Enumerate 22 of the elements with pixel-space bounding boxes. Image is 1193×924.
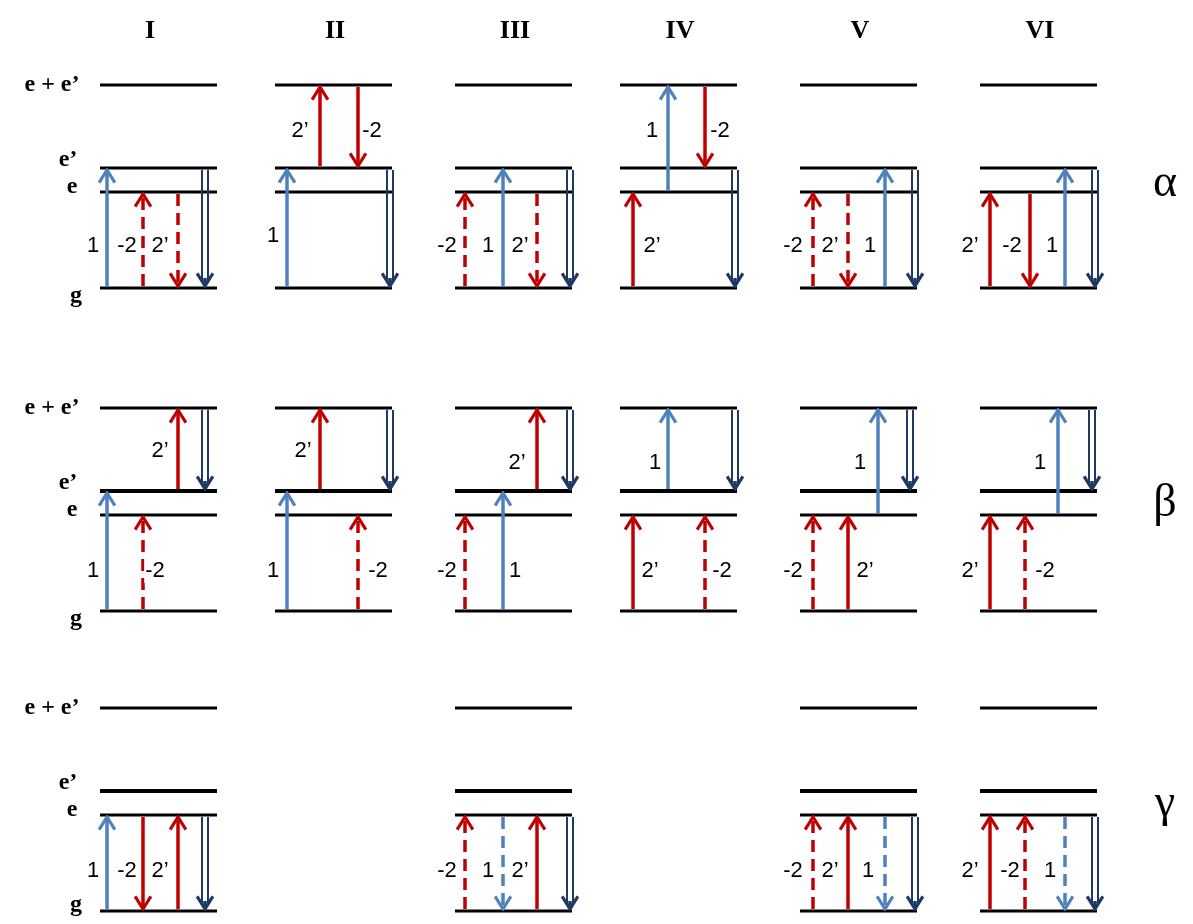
level-label: g (70, 280, 82, 308)
level-label: e + e’ (24, 692, 80, 720)
level-label: g (70, 603, 82, 631)
level-label: g (70, 889, 82, 917)
pathway-symbol: β (1153, 473, 1177, 527)
column-heading: V (850, 15, 870, 45)
level-label: e (66, 171, 78, 199)
column-heading: IV (665, 15, 695, 45)
level-label: e (66, 494, 78, 522)
level-label: e (66, 794, 78, 822)
level-label: e’ (58, 767, 78, 795)
pathway-symbol: α (1152, 153, 1178, 207)
column-heading: VI (1025, 15, 1055, 45)
column-heading: II (324, 15, 346, 45)
level-label: e + e’ (24, 69, 80, 97)
level-label: e + e’ (24, 392, 80, 420)
level-label: e’ (58, 144, 78, 172)
transition-number: -2 (144, 557, 166, 583)
column-heading: I (144, 15, 156, 45)
column-heading: III (499, 15, 531, 45)
level-label: e’ (58, 467, 78, 495)
pathway-symbol: γ (1154, 773, 1176, 827)
